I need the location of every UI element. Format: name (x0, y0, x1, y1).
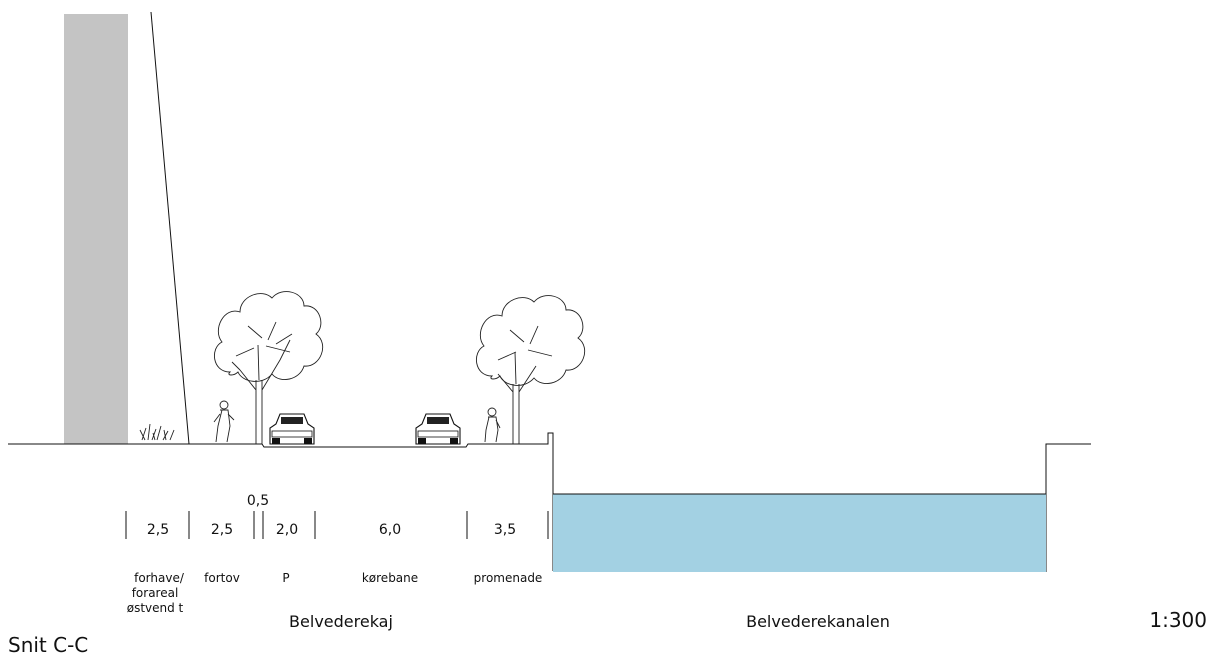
zone-label-forhave-2: forareal (132, 586, 179, 600)
car-icon (269, 413, 315, 445)
dim-value-parking: 2,0 (276, 522, 298, 538)
tree-icon-2 (476, 295, 586, 444)
zone-label-korebane: kørebane (362, 571, 418, 585)
dim-value-promenade: 3,5 (494, 522, 516, 538)
car-icon-2 (415, 413, 461, 445)
zone-label-forhave-3: østvend t (127, 601, 184, 615)
dim-value-forhave: 2,5 (147, 522, 169, 538)
pedestrian-icon-2 (484, 407, 501, 443)
scale-label: 1:300 (1149, 608, 1207, 632)
zone-label-promenade: promenade (474, 571, 543, 585)
building-facade (64, 14, 128, 444)
zone-label-fortov: fortov (204, 571, 240, 585)
tree-icon (214, 291, 324, 444)
canal-right-edge (1045, 443, 1091, 572)
dimension-ticks (125, 511, 549, 539)
zone-label-parking: P (282, 571, 289, 585)
dim-value-korebane: 6,0 (379, 522, 401, 538)
shrub-icon (139, 423, 175, 441)
ground-line (8, 432, 554, 571)
section-title: Snit C-C (8, 633, 88, 657)
pedestrian-icon (213, 400, 235, 443)
dim-value-separator: 0,5 (247, 493, 269, 509)
slope-line (150, 11, 190, 445)
dim-value-fortov: 2,5 (211, 522, 233, 538)
street-name-label: Belvederekaj (289, 612, 393, 631)
canal-water (553, 494, 1046, 572)
canal-name-label: Belvederekanalen (746, 612, 890, 631)
zone-label-forhave-1: forhave/ (134, 571, 185, 585)
